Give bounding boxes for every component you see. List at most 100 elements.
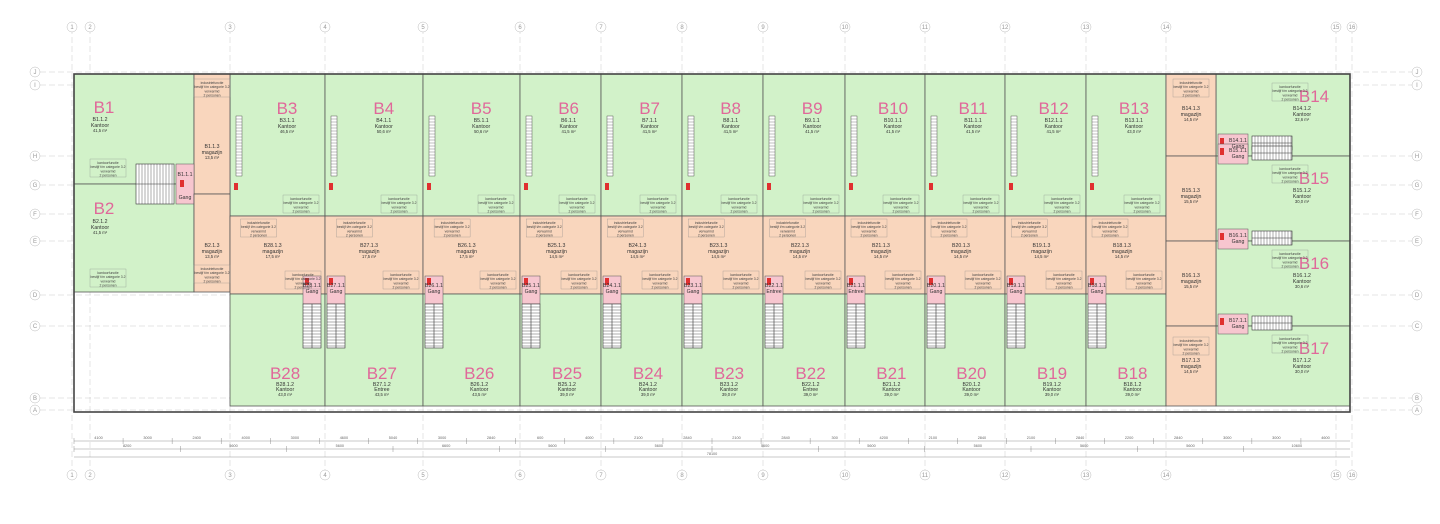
unit-number: B6 [558, 99, 579, 118]
room-function: Kantoor [1293, 194, 1311, 200]
unit-number: B10 [878, 99, 908, 118]
note-frame [433, 218, 471, 238]
note-line: verwarmd [974, 205, 989, 209]
dimension-value: 5040 [389, 436, 397, 440]
room-code: B26.1.2 [470, 382, 488, 388]
note-frame [769, 218, 806, 238]
note-line: bestijf t/m categorie 3.2 [851, 225, 886, 229]
fire-extinguisher-icon [524, 278, 528, 285]
note-line: verwarmd [294, 205, 309, 209]
room-function: Entree [803, 387, 818, 393]
grid-row-marker [1411, 179, 1423, 191]
note-line: bestijf t/m categorie 3.2 [1046, 277, 1081, 281]
room-code: B4.1.1 [376, 118, 391, 124]
room-function: magazijn [1112, 249, 1133, 255]
note-line: 2 personen [815, 286, 832, 290]
dimension-value: 2840 [487, 436, 495, 440]
note-line: 2 personen [536, 234, 553, 238]
note-line: industriefunctie [533, 221, 556, 225]
note-line: bestijf t/m categorie 3.2 [480, 277, 515, 281]
note-line: kantoorfunctie [890, 197, 911, 201]
note-line: 2 personen [1054, 210, 1071, 214]
note-line: verwarmd [651, 205, 666, 209]
room-code: B2.1.2 [93, 219, 108, 225]
room-function: magazijn [1181, 364, 1202, 370]
grid-row-label: F [33, 212, 37, 218]
note-line: 2 personen [1021, 234, 1038, 238]
unit-number: B7 [639, 99, 660, 118]
note-frame [1271, 334, 1309, 354]
kantoor-room [681, 73, 764, 217]
note-line: 2 personen [650, 210, 667, 214]
room-function: Gang [1010, 289, 1023, 295]
dimension-value: 2200 [1125, 436, 1133, 440]
kantoor-room [762, 73, 846, 217]
note-line: verwarmd [570, 205, 585, 209]
fire-extinguisher-icon [767, 278, 771, 285]
note-line: bestijf t/m categorie 3.2 [1272, 89, 1307, 93]
grid-column-marker [1160, 469, 1172, 481]
room-code: B21.1.2 [882, 382, 900, 388]
note-frame [1043, 194, 1081, 214]
note-line: industriefunctie [614, 221, 637, 225]
grid-row-marker [1411, 235, 1423, 247]
dimension-value: 2400 [192, 436, 200, 440]
stair [1087, 303, 1107, 349]
room-function: Kantoor [803, 124, 821, 130]
note-line: bestijf t/m categorie 3.2 [527, 225, 562, 229]
note-line: verwarmd [1184, 89, 1199, 93]
room-code: B24.1.1 [603, 283, 621, 289]
note-frame [802, 194, 840, 214]
room-code: B27.1.1 [327, 283, 345, 289]
note-line: 2 personen [1183, 352, 1200, 356]
note-line: 2 personen [698, 234, 715, 238]
note-line: 2 personen [571, 286, 588, 290]
note-line: bestijf t/m categorie 3.2 [1012, 225, 1047, 229]
note-line: industriefunctie [247, 221, 270, 225]
note-line: kantoorfunctie [390, 273, 411, 277]
kantoor-room [1215, 240, 1351, 327]
room-code: B17.1.1 [1229, 318, 1247, 324]
note-frame [1172, 336, 1210, 356]
room-area: 39,0 m² [964, 392, 979, 397]
unit-number: B11 [959, 99, 988, 118]
grid-column-label: 15 [1333, 473, 1340, 479]
room-function: Gang [179, 195, 192, 201]
note-frame [804, 270, 842, 290]
room-function: Kantoor [560, 124, 578, 130]
room-function: Kantoor [1293, 279, 1311, 285]
stair [1251, 230, 1293, 246]
grid-row-marker [29, 392, 41, 404]
room-code: B21.1.1 [847, 283, 865, 289]
room-function: Kantoor [720, 387, 738, 393]
room-code: B12.1.1 [1045, 118, 1063, 124]
note-line: 2 personen [1282, 265, 1299, 269]
note-line: verwarmd [101, 279, 116, 283]
note-line: kantoorfunctie [972, 273, 993, 277]
grid-row-marker [1411, 392, 1423, 404]
note-frame [962, 194, 1000, 214]
note-line: industriefunctie [695, 221, 718, 225]
room-code: B14.1.3 [1182, 106, 1200, 112]
unit-number: B28 [270, 364, 300, 383]
unit-number: B20 [956, 364, 986, 383]
fire-extinguisher-icon [305, 278, 309, 285]
grid-column-label: 16 [1349, 473, 1356, 479]
unit-number: B27 [367, 364, 397, 383]
note-line: verwarmd [392, 205, 407, 209]
room-function: magazijn [1181, 194, 1202, 200]
dimension-value: 5600 [761, 444, 769, 448]
unit-number: B18 [1117, 364, 1147, 383]
room-area: 39,0 m² [1045, 392, 1060, 397]
grid-column-label: 13 [1083, 473, 1090, 479]
note-line: kantoorfunctie [487, 273, 508, 277]
note-line: verwarmd [445, 229, 460, 233]
note-line: verwarmd [1283, 93, 1298, 97]
room-code: B7.1.1 [642, 118, 657, 124]
